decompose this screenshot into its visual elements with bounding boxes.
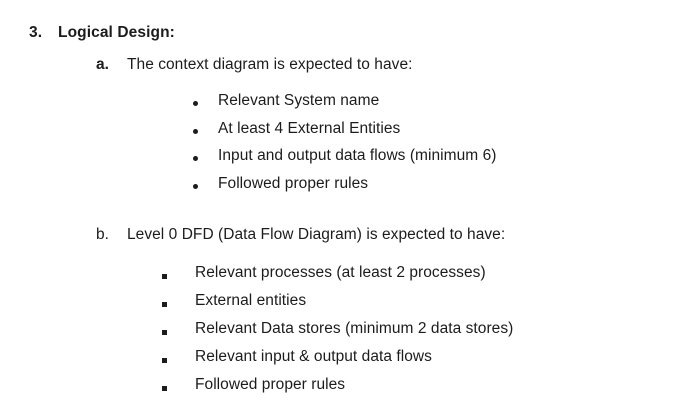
bullet-square-icon (162, 262, 195, 290)
list-item: Followed proper rules (162, 374, 513, 402)
list-item-label: At least 4 External Entities (218, 119, 401, 137)
list-item-label: Input and output data flows (minimum 6) (218, 147, 497, 164)
list-item-label: Relevant processes (at least 2 processes… (195, 264, 486, 281)
list-item-label: Followed proper rules (218, 174, 369, 192)
subsection-text-b: Level 0 DFD (Data Flow Diagram) is expec… (127, 226, 506, 243)
section-heading-logical-design: 3. Logical Design: (29, 23, 175, 43)
bullet-list-context-diagram: Relevant System name At least 4 External… (193, 90, 497, 200)
section-title: Logical Design: (58, 24, 175, 41)
subsection-text-a: The context diagram is expected to have: (127, 56, 413, 73)
list-item-label: External entities (195, 292, 307, 309)
subsection-heading-b: b. Level 0 DFD (Data Flow Diagram) is ex… (96, 224, 505, 245)
list-item: Relevant Data stores (minimum 2 data sto… (162, 318, 513, 346)
list-item-label: Relevant Data stores (minimum 2 data sto… (195, 320, 514, 337)
bullet-list-level-0-dfd: Relevant processes (at least 2 processes… (162, 262, 513, 402)
list-item-label: Relevant input & output data flows (195, 348, 432, 365)
list-item: Input and output data flows (minimum 6) (193, 145, 497, 173)
list-item: Followed proper rules (193, 173, 497, 201)
bullet-square-icon (162, 374, 195, 402)
list-item: At least 4 External Entities (193, 118, 497, 146)
bullet-square-icon (162, 290, 195, 318)
bullet-square-icon (162, 318, 195, 346)
subsection-heading-a: a. The context diagram is expected to ha… (96, 54, 412, 75)
bullet-dot-icon (193, 118, 218, 146)
bullet-dot-icon (193, 173, 218, 201)
bullet-square-icon (162, 346, 195, 374)
list-item: Relevant System name (193, 90, 497, 118)
bullet-dot-icon (193, 145, 218, 173)
list-item-label: Relevant System name (218, 92, 380, 109)
list-item: Relevant processes (at least 2 processes… (162, 262, 513, 290)
subsection-marker-b: b. (96, 226, 110, 243)
bullet-dot-icon (193, 90, 218, 118)
list-item-label: Followed proper rules (195, 376, 346, 393)
subsection-marker-a: a. (96, 56, 110, 73)
list-item: Relevant input & output data flows (162, 346, 513, 374)
list-item: External entities (162, 290, 513, 318)
section-number: 3. (29, 24, 43, 41)
